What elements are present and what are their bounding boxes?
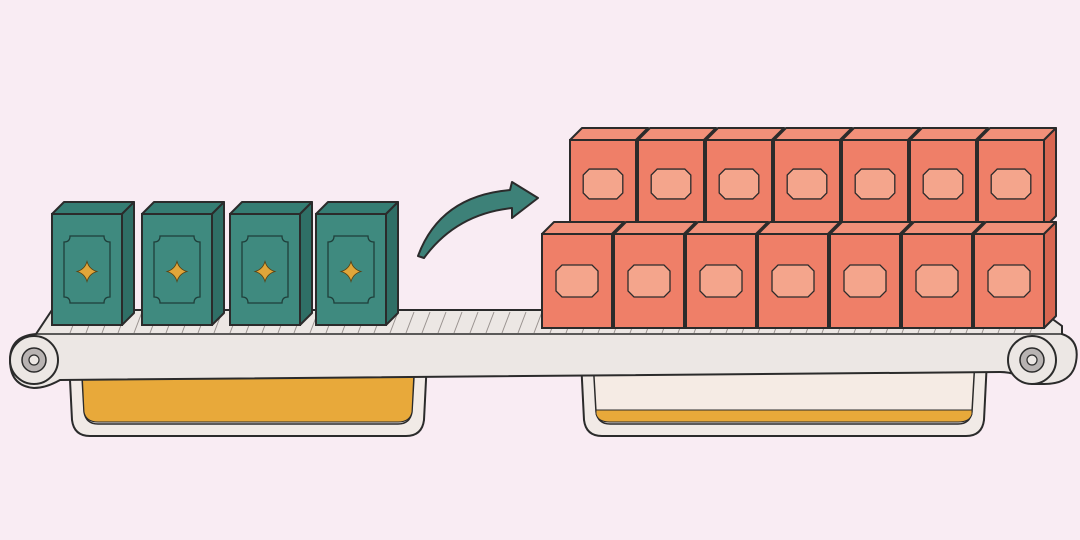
label-plate-icon	[786, 168, 828, 200]
belt-slat	[405, 311, 415, 334]
coral-box	[973, 221, 1057, 329]
teal-box	[315, 201, 399, 326]
teal-box	[51, 201, 135, 326]
label-plate-icon	[555, 264, 599, 298]
belt-slat	[469, 311, 479, 334]
label-plate-icon	[627, 264, 671, 298]
belt-slat	[421, 311, 431, 334]
box-frame	[63, 235, 111, 304]
coral-box	[637, 127, 717, 229]
coral-box	[841, 127, 921, 229]
coral-box	[757, 221, 841, 329]
teal-box	[141, 201, 225, 326]
label-plate-icon	[771, 264, 815, 298]
teal-box	[229, 201, 313, 326]
coral-box	[901, 221, 985, 329]
box-frame	[327, 235, 375, 304]
label-plate-icon	[987, 264, 1031, 298]
coral-box-group	[541, 127, 1057, 329]
coral-box	[909, 127, 989, 229]
belt-slat	[133, 311, 143, 334]
coral-box	[541, 221, 625, 329]
label-plate-icon	[843, 264, 887, 298]
coral-box	[977, 127, 1057, 229]
left-roller	[9, 335, 59, 385]
sparkle-icon	[75, 260, 99, 283]
coral-box	[829, 221, 913, 329]
teal-box-group	[51, 201, 399, 326]
coral-box	[705, 127, 785, 229]
sparkle-icon	[339, 260, 363, 283]
coral-box	[569, 127, 649, 229]
belt-slat	[485, 311, 495, 334]
coral-box	[685, 221, 769, 329]
label-plate-icon	[582, 168, 624, 200]
label-plate-icon	[854, 168, 896, 200]
label-plate-icon	[650, 168, 692, 200]
coral-box	[773, 127, 853, 229]
belt-slat	[453, 311, 463, 334]
sparkle-icon	[165, 260, 189, 283]
belt-slat	[501, 311, 511, 334]
belt-slat	[517, 311, 527, 334]
box-frame	[241, 235, 289, 304]
coral-box	[613, 221, 697, 329]
label-plate-icon	[990, 168, 1032, 200]
right-roller	[1007, 335, 1057, 385]
left-tray-liquid	[81, 369, 415, 423]
curved-arrow-icon	[417, 181, 539, 259]
belt-slat	[437, 311, 447, 334]
belt-slat	[533, 311, 543, 334]
label-plate-icon	[915, 264, 959, 298]
label-plate-icon	[922, 168, 964, 200]
label-plate-icon	[699, 264, 743, 298]
sparkle-icon	[253, 260, 277, 283]
box-frame	[153, 235, 201, 304]
right-tray-liquid	[595, 409, 973, 423]
label-plate-icon	[718, 168, 760, 200]
